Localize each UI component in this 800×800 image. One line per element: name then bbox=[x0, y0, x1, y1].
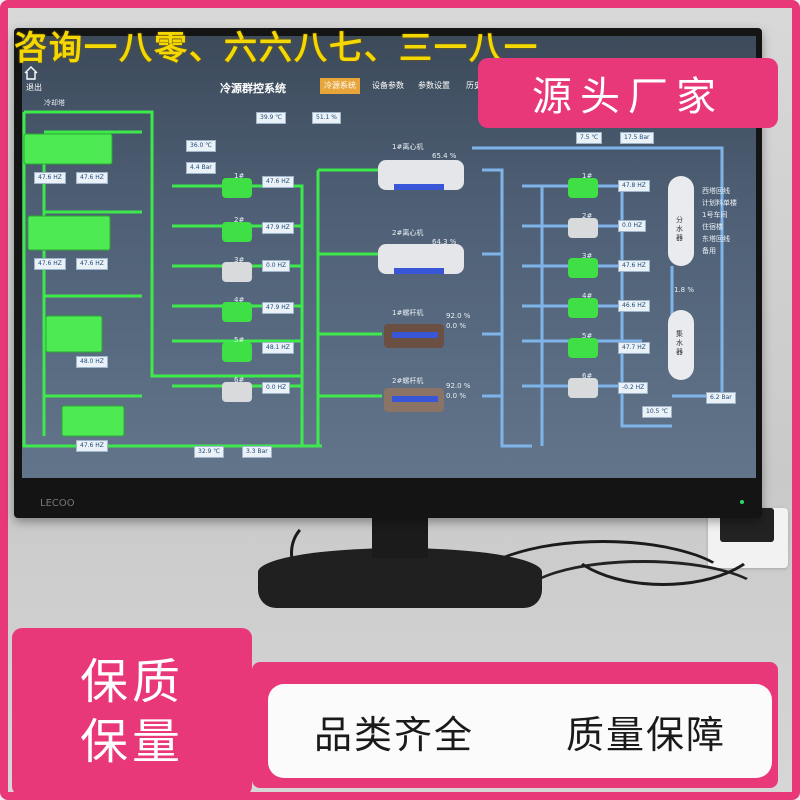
top-badge: 源头厂家 bbox=[478, 58, 778, 128]
branch-label: 计划料单楼 bbox=[702, 199, 737, 207]
cooling-pump-id: 3# bbox=[234, 256, 245, 264]
cooling-pump-id: 6# bbox=[234, 376, 245, 384]
cooling-pump-hz: 47.6 HZ bbox=[262, 176, 294, 188]
chilled-return-pressure: 6.2 Bar bbox=[706, 392, 736, 404]
chiller-name: 2#离心机 bbox=[392, 229, 424, 237]
branch-label: 住宿楼 bbox=[702, 223, 723, 231]
cooling-pump-id: 5# bbox=[234, 336, 245, 344]
chilled-pump-hz: 0.0 HZ bbox=[618, 220, 647, 232]
tab-param-settings[interactable]: 参数设置 bbox=[418, 81, 450, 90]
system-title: 冷源群控系统 bbox=[220, 82, 286, 95]
cable bbox=[560, 480, 766, 586]
top-banner-hotline: 咨询一八零、六六八七、三一八一 bbox=[14, 28, 539, 67]
tab-cooling-system[interactable]: 冷源系统 bbox=[320, 78, 360, 94]
outdoor-humidity: 51.1 % bbox=[312, 112, 341, 124]
pipe-diagram bbox=[22, 110, 724, 448]
tower-hz: 48.0 HZ bbox=[76, 356, 108, 368]
chilled-supply-pressure: 17.5 Bar bbox=[620, 132, 654, 144]
chilled-pump-hz: 47.6 HZ bbox=[618, 260, 650, 272]
tower-hz: 47.6 HZ bbox=[34, 172, 66, 184]
left-badge-line: 保量 bbox=[79, 714, 184, 770]
tower-hz: 47.6 HZ bbox=[76, 172, 108, 184]
chilled-pump-id: 5# bbox=[582, 332, 593, 340]
chilled-supply-temp: 7.5 ℃ bbox=[576, 132, 603, 144]
chilled-pump-id: 1# bbox=[582, 172, 593, 180]
cooling-tower-label: 冷却塔 bbox=[44, 99, 65, 107]
monitor-stand-base bbox=[258, 548, 542, 608]
chiller-name: 1#离心机 bbox=[392, 143, 424, 151]
cooling-pump-id: 4# bbox=[234, 296, 245, 304]
chilled-pump-hz: 47.8 HZ bbox=[618, 180, 650, 192]
tab-equipment-params[interactable]: 设备参数 bbox=[372, 81, 404, 90]
tower-hz: 47.6 HZ bbox=[76, 440, 108, 452]
left-badge-line: 保质 bbox=[79, 654, 184, 710]
chilled-pump-id: 6# bbox=[582, 372, 593, 380]
branch-label: 东塔回线 bbox=[702, 235, 730, 243]
branch-label: 西塔回线 bbox=[702, 187, 730, 195]
chilled-pump-id: 2# bbox=[582, 212, 593, 220]
cable bbox=[290, 520, 346, 586]
home-icon[interactable] bbox=[24, 66, 38, 80]
monitor-stand-neck bbox=[372, 518, 428, 558]
cooling-outlet-temp: 32.9 ℃ bbox=[194, 446, 225, 458]
cooling-pump-hz: 47.9 HZ bbox=[262, 302, 294, 314]
chilled-return-temp: 10.5 ℃ bbox=[642, 406, 673, 418]
chilled-pumps bbox=[568, 178, 598, 398]
chilled-pump-hz: 46.6 HZ bbox=[618, 300, 650, 312]
exit-button[interactable]: 退出 bbox=[26, 83, 42, 92]
cooling-inlet-pressure: 4.4 Bar bbox=[186, 162, 216, 174]
cooling-pumps bbox=[222, 178, 252, 402]
chiller-load: 0.0 % bbox=[446, 322, 467, 330]
power-led-icon bbox=[740, 500, 744, 504]
cooling-inlet-temp: 36.0 ℃ bbox=[186, 140, 217, 152]
tower-hz: 47.6 HZ bbox=[76, 258, 108, 270]
chiller-load: 64.3 % bbox=[432, 238, 457, 246]
tab-history[interactable]: 历史 bbox=[466, 81, 482, 90]
cooling-pump-hz: 48.1 HZ bbox=[262, 342, 294, 354]
supply-header-label: 分水器 bbox=[676, 216, 683, 242]
return-header-label: 集水器 bbox=[676, 330, 683, 356]
chillers bbox=[378, 160, 464, 412]
bypass-valve-readout: 1.8 % bbox=[674, 286, 695, 294]
cooling-pump-hz: 47.9 HZ bbox=[262, 222, 294, 234]
chilled-pump-hz: 47.7 HZ bbox=[618, 342, 650, 354]
cooling-pump-hz: 0.0 HZ bbox=[262, 260, 291, 272]
chiller-load: 65.4 % bbox=[432, 152, 457, 160]
bottom-badge-left-text: 品类齐全 bbox=[313, 712, 474, 757]
chiller-load: 0.0 % bbox=[446, 392, 467, 400]
chiller-name: 1#螺杆机 bbox=[392, 309, 424, 317]
cooling-pump-hz: 0.0 HZ bbox=[262, 382, 291, 394]
chiller-name: 2#螺杆机 bbox=[392, 377, 424, 385]
chiller-load: 92.0 % bbox=[446, 382, 471, 390]
chiller-load: 92.0 % bbox=[446, 312, 471, 320]
left-badge: 保质 保量 bbox=[12, 628, 252, 796]
branch-label: 1号车间 bbox=[702, 211, 728, 219]
chilled-pump-hz: -0.2 HZ bbox=[618, 382, 649, 394]
cooling-outlet-pressure: 3.3 Bar bbox=[242, 446, 272, 458]
chilled-pump-id: 4# bbox=[582, 292, 593, 300]
bottom-badge-panel: 品类齐全 质量保障 bbox=[268, 684, 772, 778]
monitor-brand-logo: LECOO bbox=[40, 498, 75, 509]
outdoor-temp: 39.9 ℃ bbox=[256, 112, 287, 124]
cooling-pump-id: 2# bbox=[234, 216, 245, 224]
chilled-pump-id: 3# bbox=[582, 252, 593, 260]
bottom-badge-right-text: 质量保障 bbox=[565, 712, 726, 757]
tower-hz: 47.6 HZ bbox=[34, 258, 66, 270]
scada-screen: 退出 冷源群控系统 冷源系统 设备参数 参数设置 历史 冷却塔 39.9 ℃ 5… bbox=[22, 36, 756, 478]
branch-label: 备用 bbox=[702, 247, 716, 255]
cooling-pump-id: 1# bbox=[234, 172, 245, 180]
